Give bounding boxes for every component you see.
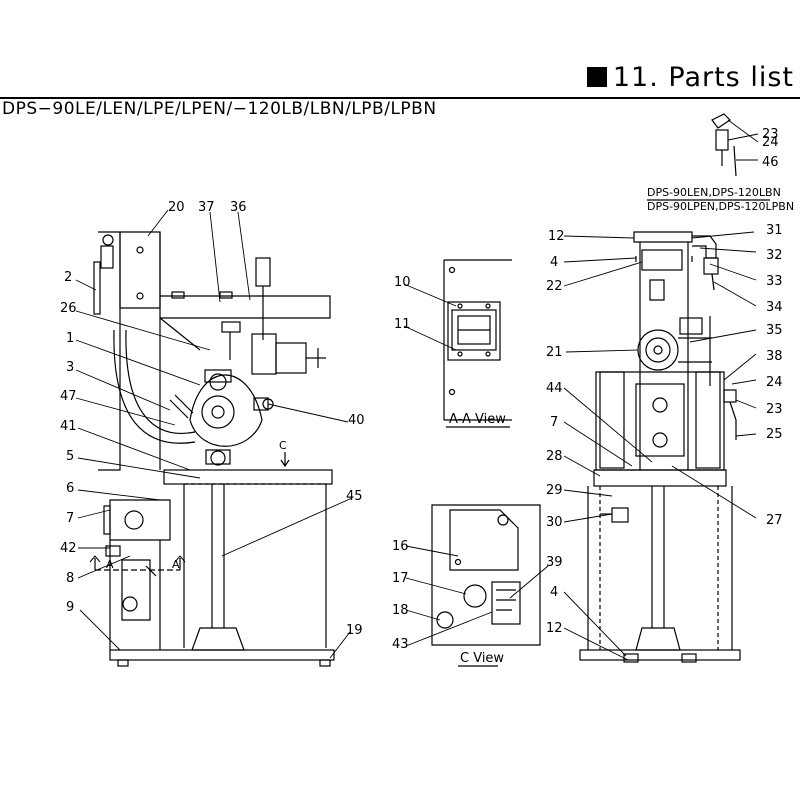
callout-3: 3: [66, 360, 74, 375]
inset-caption-line1: DPS-90LEN,DPS-120LBN: [647, 186, 781, 199]
callout-29: 29: [546, 483, 563, 498]
callout-32: 32: [766, 248, 783, 263]
callout-42: 42: [60, 541, 77, 556]
callout-34: 34: [766, 300, 783, 315]
callout-4-top: 4: [550, 255, 558, 270]
c-view: [431, 504, 541, 667]
header-rule: [0, 97, 800, 99]
callout-8: 8: [66, 571, 74, 586]
model-title: DPS−90LE/LEN/LPE/LPEN/−120LB/LBN/LPB/LPB…: [2, 99, 437, 119]
callout-30: 30: [546, 515, 563, 530]
callout-38: 38: [766, 349, 783, 364]
callout-18: 18: [392, 603, 409, 618]
callout-16: 16: [392, 539, 409, 554]
callout-10: 10: [394, 275, 411, 290]
callout-43: 43: [392, 637, 409, 652]
callout-17: 17: [392, 571, 409, 586]
callout-5: 5: [66, 449, 74, 464]
callout-9: 9: [66, 600, 74, 615]
callout-6: 6: [66, 481, 74, 496]
callout-1: 1: [66, 331, 74, 346]
view-marker-c: C: [279, 439, 287, 452]
callout-12-bottom: 12: [546, 621, 563, 636]
view-caption-c: C View: [460, 651, 504, 666]
callout-24-inset: 24: [762, 135, 779, 150]
callout-25: 25: [766, 427, 783, 442]
callout-24-front: 24: [766, 375, 783, 390]
callout-31: 31: [766, 223, 783, 238]
callout-33: 33: [766, 274, 783, 289]
callout-28: 28: [546, 449, 563, 464]
callout-11: 11: [394, 317, 411, 332]
callout-37: 37: [198, 200, 215, 215]
callout-21: 21: [546, 345, 563, 360]
callout-2: 2: [64, 270, 72, 285]
section-marker-a-left: A: [106, 558, 114, 571]
callout-36: 36: [230, 200, 247, 215]
callout-35: 35: [766, 323, 783, 338]
callout-numbers: 20 37 36 2 26 1 3 47 40 41 5 6 7 42 8 9 …: [60, 127, 783, 652]
callout-7-front: 7: [550, 415, 558, 430]
callout-41: 41: [60, 419, 77, 434]
callout-23-front: 23: [766, 402, 783, 417]
callout-45: 45: [346, 489, 363, 504]
section-a-marks: [89, 555, 186, 571]
side-view: [93, 231, 335, 667]
section-marker-a-right: A: [172, 558, 180, 571]
callout-19: 19: [346, 623, 363, 638]
view-c-arrow: [280, 452, 290, 468]
callout-7: 7: [66, 511, 74, 526]
callout-40: 40: [348, 413, 365, 428]
callout-44: 44: [546, 381, 563, 396]
section-title: 11. Parts list: [586, 62, 794, 93]
callout-20: 20: [168, 200, 185, 215]
inset-caption-line2: DPS-90LPEN,DPS-120LPBN: [647, 200, 794, 213]
callout-26: 26: [60, 301, 77, 316]
callout-39: 39: [546, 555, 563, 570]
callout-27: 27: [766, 513, 783, 528]
callout-4-bottom: 4: [550, 585, 558, 600]
view-caption-aa: A-A View: [449, 412, 506, 427]
callout-22: 22: [546, 279, 563, 294]
callout-23-inset: 23: [762, 127, 779, 142]
aa-view: [443, 259, 512, 428]
callout-47: 47: [60, 389, 77, 404]
callout-46: 46: [762, 155, 779, 170]
callout-12-top: 12: [548, 229, 565, 244]
front-view: [579, 231, 741, 663]
section-title-text: 11. Parts list: [612, 62, 794, 93]
square-marker-icon: [586, 67, 607, 87]
leader-lines: [75, 119, 759, 661]
